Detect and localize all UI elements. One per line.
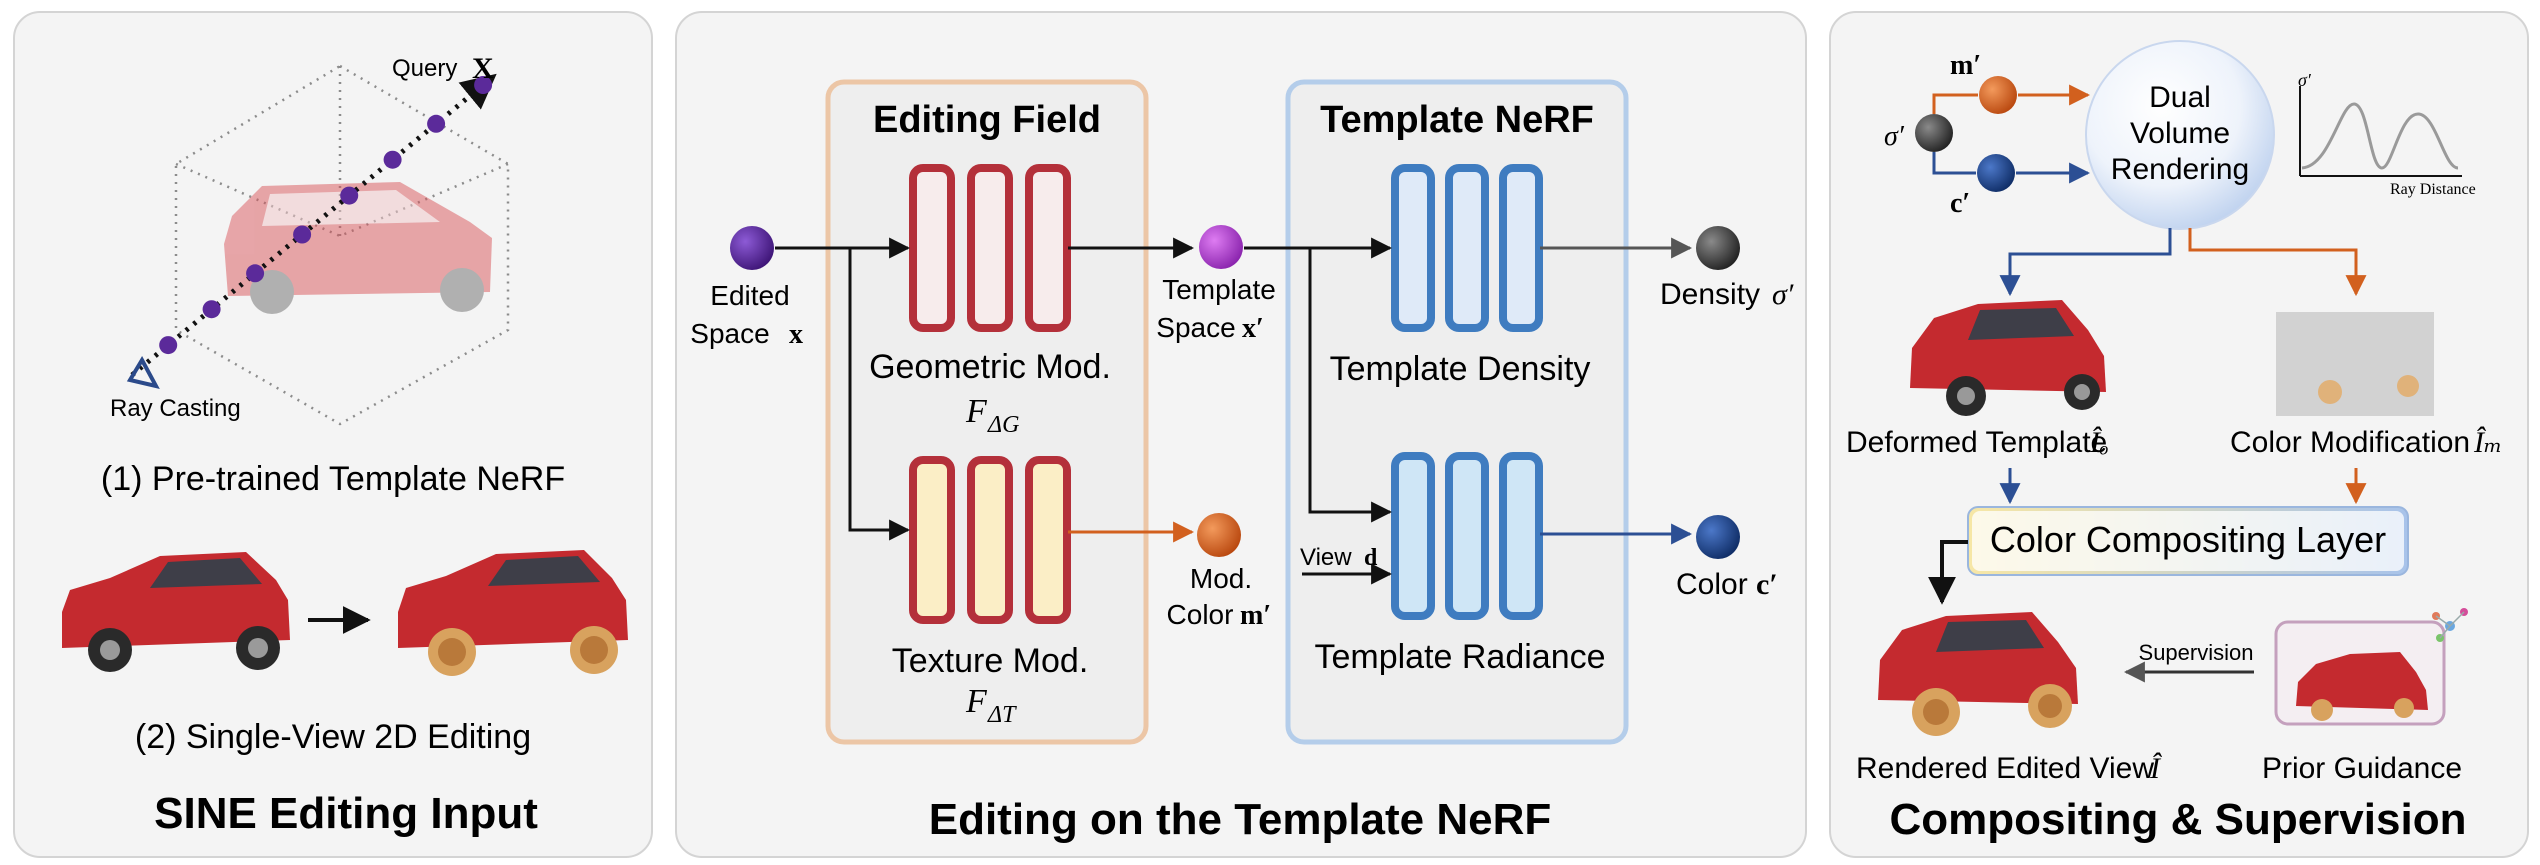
density-node: [1696, 226, 1740, 270]
query-label: Query: [392, 55, 457, 82]
dual-rendering-line1: Dual: [2149, 81, 2211, 114]
mod-color-label-line2: Color: [1167, 599, 1234, 630]
edited-space-label-line1: Edited: [710, 280, 789, 311]
template-density-label: Template Density: [1330, 350, 1591, 388]
template-car-image: [224, 182, 492, 314]
c-prime-label: c′: [1950, 188, 1970, 219]
ray-sample-point: [246, 264, 265, 283]
deformed-template-symbol: Îₒ: [2089, 426, 2109, 459]
ray-sample-point: [293, 225, 312, 244]
sigma-prime-label: σ′: [1884, 121, 1905, 152]
ray-sample-point: [427, 114, 446, 133]
prior-guidance-icon: [2432, 608, 2468, 642]
panel-editing-template: Editing Field Template NeRF Geometric Mo…: [675, 11, 1807, 858]
supervision-label: Supervision: [2139, 640, 2254, 665]
template-density-network: [1391, 164, 1543, 332]
template-radiance-label: Template Radiance: [1314, 638, 1605, 676]
editing-field-title: Editing Field: [873, 99, 1101, 141]
edited-car-image: [398, 550, 628, 676]
geometric-mod-label: Geometric Mod.: [869, 348, 1111, 386]
deformed-template-image: [1910, 300, 2106, 416]
editing-flow-arrows: [775, 237, 1693, 585]
template-space-node: [1199, 225, 1243, 269]
query-symbol: X: [472, 52, 494, 85]
color-modification-label: Color Modification: [2230, 426, 2470, 459]
edited-space-symbol: x: [789, 319, 803, 350]
step-1-caption: (1) Pre-trained Template NeRF: [101, 460, 565, 498]
mod-color-symbol: m′: [1240, 600, 1271, 631]
panel-editing-title: Editing on the Template NeRF: [929, 795, 1552, 844]
panel-compositing-title: Compositing & Supervision: [1890, 795, 2467, 844]
compositing-input-arrows: [1999, 468, 2367, 505]
rendered-view-label: Rendered Edited View: [1856, 752, 2154, 785]
template-space-label-line2: Space: [1156, 312, 1235, 343]
panel-input-background: [13, 11, 653, 858]
color-modification-image: [2276, 312, 2434, 416]
ray-casting-label: Ray Casting: [110, 395, 241, 422]
view-label: View: [1300, 544, 1352, 571]
density-symbol: σ′: [1772, 278, 1794, 311]
m-prime-node: [1979, 76, 2017, 114]
mod-color-node: [1197, 513, 1241, 557]
texture-mod-label: Texture Mod.: [892, 642, 1089, 680]
panel-editing-input: Query X Ray Casting (1) Pre-trained Temp…: [13, 11, 653, 858]
edited-space-label-line2: Space: [690, 318, 769, 349]
rendering-input-arrows: [1932, 84, 2091, 184]
step-2-caption: (2) Single-View 2D Editing: [135, 718, 531, 756]
prior-guidance-label: Prior Guidance: [2262, 752, 2462, 785]
geometric-mod-network: [909, 164, 1071, 332]
m-prime-label: m′: [1950, 50, 1981, 81]
ray-sample-point: [202, 300, 221, 319]
plot-y-label: σ′: [2298, 70, 2312, 90]
dual-volume-rendering-node: [2085, 40, 2275, 230]
color-modification-symbol: Îₘ: [2473, 426, 2502, 459]
plot-x-label: Ray Distance: [2390, 181, 2476, 198]
geometric-mod-subscript: ΔG: [987, 412, 1019, 438]
compositing-output-arrow: [1928, 540, 1968, 605]
color-symbol: c′: [1756, 568, 1778, 601]
template-space-symbol: x′: [1242, 313, 1264, 344]
mod-color-label-line1: Mod.: [1190, 563, 1252, 594]
geometric-mod-symbol: F: [965, 393, 988, 430]
texture-mod-symbol: F: [965, 683, 988, 720]
ray-sample-points: [159, 76, 493, 355]
original-car-image: [62, 552, 290, 672]
view-symbol: d: [1364, 545, 1378, 571]
template-nerf-title: Template NeRF: [1320, 99, 1594, 141]
panel-compositing: m′ σ′ c′ Dual Volume Rendering σ′ Ray Di…: [1829, 11, 2529, 858]
edited-space-node: [730, 226, 774, 270]
texture-mod-network: [909, 456, 1071, 624]
panel-input-title: SINE Editing Input: [154, 789, 538, 838]
rendering-output-arrows: [1999, 228, 2367, 297]
c-prime-node: [1977, 154, 2015, 192]
ray-sample-point: [159, 336, 178, 355]
dual-rendering-line2: Volume: [2130, 117, 2230, 150]
sigma-node: [1915, 114, 1953, 152]
color-compositing-label: Color Compositing Layer: [1990, 519, 2386, 560]
deformed-template-label: Deformed Template: [1846, 426, 2107, 459]
density-ray-plot: σ′ Ray Distance: [2298, 70, 2476, 198]
rendered-view-symbol: Î: [2149, 752, 2162, 785]
color-node: [1696, 515, 1740, 559]
prior-guidance-image: [2296, 652, 2428, 721]
dual-rendering-line3: Rendering: [2111, 153, 2249, 186]
density-label: Density: [1660, 278, 1760, 311]
density-curve: [2301, 102, 2459, 170]
texture-mod-subscript: ΔT: [987, 702, 1017, 728]
template-radiance-network: [1391, 452, 1543, 620]
ray-sample-point: [383, 150, 402, 169]
ray-sample-point: [340, 186, 359, 205]
template-space-label-line1: Template: [1162, 274, 1276, 305]
ray-sample-point: [474, 76, 493, 94]
rendered-edited-image: [1878, 612, 2078, 736]
color-label: Color: [1676, 568, 1748, 601]
camera-icon: [126, 355, 160, 389]
